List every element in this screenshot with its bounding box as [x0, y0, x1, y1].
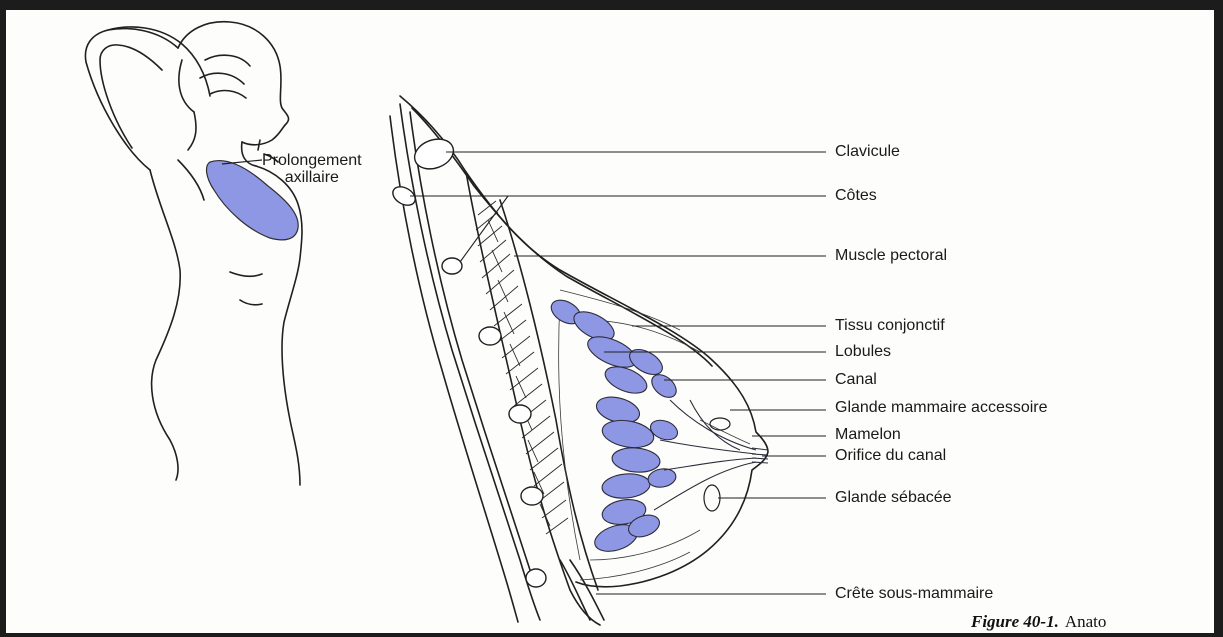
figure-caption-text: Anato [1065, 612, 1107, 631]
label-connective-tissue: Tissu conjonctif [835, 318, 945, 334]
accessory-gland [710, 418, 730, 430]
axillary-tail-line2: axillaire [262, 169, 362, 186]
label-duct-orifice: Orifice du canal [835, 448, 946, 464]
label-pectoral-muscle: Muscle pectoral [835, 248, 947, 264]
figure-number: Figure 40-1. [971, 612, 1059, 631]
axillary-tail-line1: Prolongement [262, 152, 362, 169]
label-nipple: Mamelon [835, 427, 901, 443]
label-ribs: Côtes [835, 188, 877, 204]
chest-wall [390, 96, 768, 625]
axillary-tail-label: Prolongement axillaire [262, 152, 362, 186]
lobules [547, 295, 680, 556]
ducts [654, 400, 768, 510]
label-duct: Canal [835, 372, 877, 388]
torso-figure [85, 22, 302, 485]
label-accessory-gland: Glande mammaire accessoire [835, 400, 1048, 416]
sebaceous-gland [704, 485, 720, 511]
pectoral-muscle [476, 201, 568, 534]
label-clavicle: Clavicule [835, 144, 900, 160]
label-sebaceous-gland: Glande sébacée [835, 490, 952, 506]
label-inframammary-ridge: Crête sous-mammaire [835, 586, 993, 602]
label-lobules: Lobules [835, 344, 891, 360]
figure-caption: Figure 40-1. Anato [971, 612, 1106, 632]
